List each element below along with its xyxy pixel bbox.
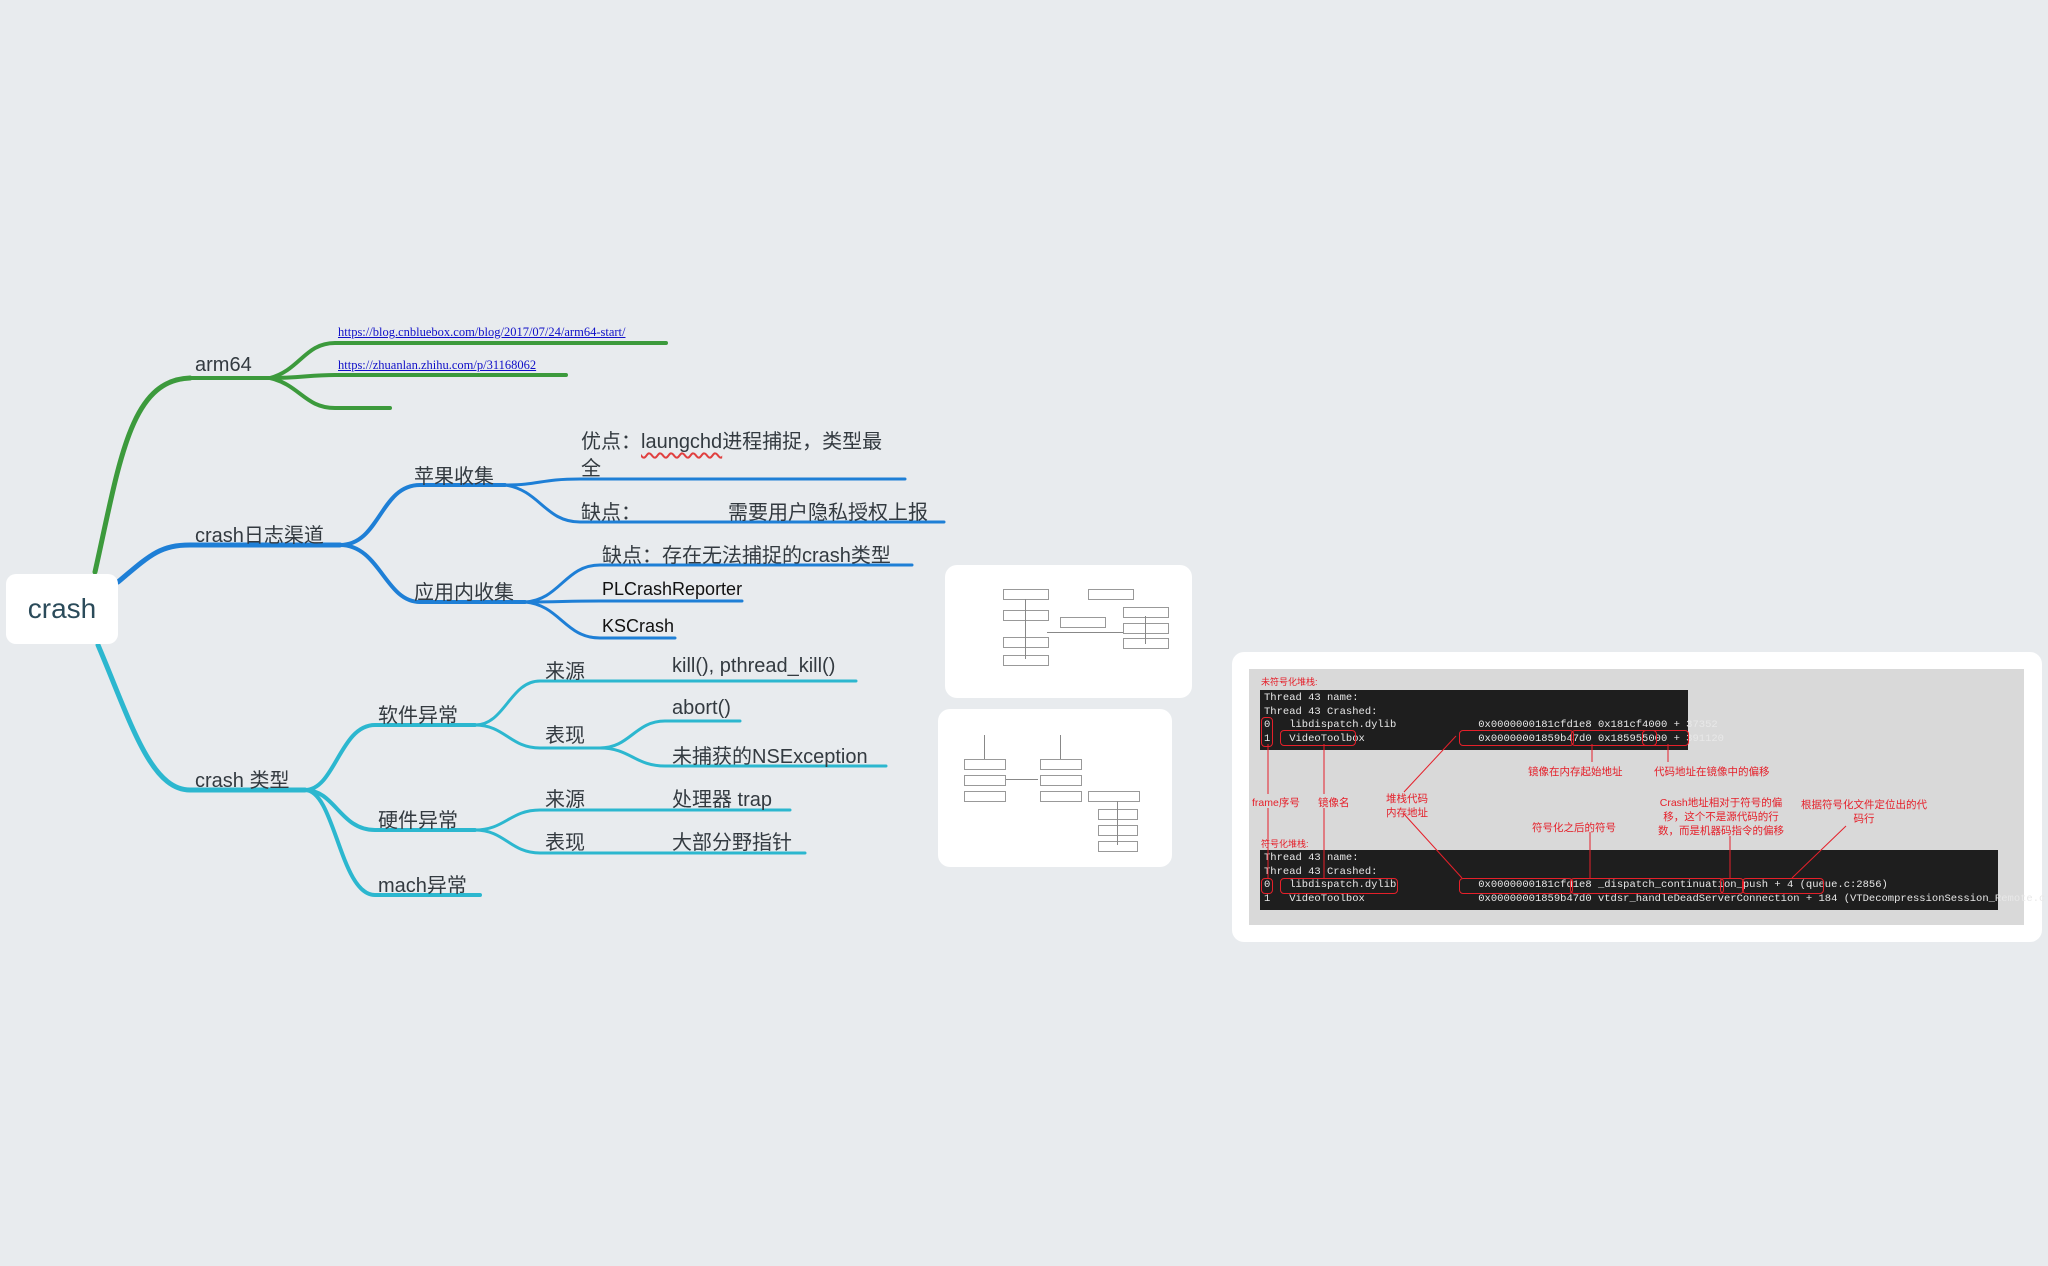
apple-con-prefix[interactable]: 缺点： — [581, 502, 641, 524]
apple-pro-node[interactable]: 优点：laungchd进程捕捉，类型最 — [581, 425, 882, 454]
hardware-manifest-value[interactable]: 大部分野指针 — [672, 832, 792, 854]
annotation-load-address: 镜像在内存起始地址 — [1528, 766, 1623, 778]
link-zhihu[interactable]: https://zhuanlan.zhihu.com/p/31168062 — [338, 358, 537, 372]
root-node[interactable]: crash — [6, 574, 118, 644]
arm64-node[interactable]: arm64 — [195, 354, 252, 376]
crash-types-node[interactable]: crash 类型 — [195, 770, 290, 792]
plcrashreporter-node[interactable]: PLCrashReporter — [602, 579, 743, 599]
annotation-symbol: 符号化之后的符号 — [1532, 822, 1616, 834]
symbolicated-stack: Thread 43 name: Thread 43 Crashed: 0 lib… — [1260, 850, 2048, 910]
software-exception-node[interactable]: 软件异常 — [378, 705, 458, 727]
apple-pro-word: laungchd — [641, 431, 723, 453]
apple-pro-line2: 全 — [581, 458, 601, 480]
annotation-lines — [1267, 735, 1847, 879]
apple-collect-node[interactable]: 苹果收集 — [414, 466, 494, 488]
software-source-label[interactable]: 来源 — [545, 661, 585, 683]
software-manifest-label[interactable]: 表现 — [545, 725, 585, 747]
connector-root-arm64 — [92, 375, 193, 575]
abort-node[interactable]: abort() — [672, 697, 731, 719]
in-app-con-node[interactable]: 缺点：存在无法捕捉的crash类型 — [602, 545, 891, 567]
connector-root-logs — [115, 542, 343, 585]
annotation-frame-number: frame序号 — [1252, 797, 1300, 809]
software-source-value[interactable]: kill(), pthread_kill() — [672, 655, 836, 677]
unsymbolicated-title: 未符号化堆栈: — [1261, 677, 1318, 687]
thumbnail-diagram-2[interactable] — [938, 709, 1172, 867]
annotation-image-name: 镜像名 — [1318, 797, 1350, 809]
apple-con-text: 需要用户隐私授权上报 — [728, 502, 928, 524]
connector-root-types — [95, 642, 308, 793]
kscrash-node[interactable]: KSCrash — [602, 616, 675, 636]
apple-pro-rest: 进程捕捉，类型最 — [722, 431, 883, 453]
annotation-code-line: 根据符号化文件定位出的代码行 — [1801, 799, 1927, 825]
hardware-exception-node[interactable]: 硬件异常 — [378, 810, 458, 832]
hardware-manifest-label[interactable]: 表现 — [545, 832, 585, 854]
symbolication-image-card[interactable]: 未符号化堆栈: Thread 43 name: Thread 43 Crashe… — [1232, 652, 2048, 942]
annotation-offset: 代码地址在镜像中的偏移 — [1654, 766, 1770, 778]
crash-log-channel-node[interactable]: crash日志渠道 — [195, 525, 324, 547]
unsymbolicated-stack: Thread 43 name: Thread 43 Crashed: 0 lib… — [1260, 690, 1724, 750]
apple-pro-prefix: 优点： — [581, 431, 641, 453]
annotation-stack-address: 堆栈代码内存地址 — [1386, 793, 1428, 819]
link-cnbluebox[interactable]: https://blog.cnbluebox.com/blog/2017/07/… — [338, 325, 626, 339]
annotation-crash-offset: Crash地址相对于符号的偏移，这个不是源代码的行数，而是机器码指令的偏移 — [1658, 797, 1784, 837]
hardware-source-label[interactable]: 来源 — [545, 789, 585, 811]
mach-exception-node[interactable]: mach异常 — [378, 875, 467, 897]
hardware-source-value[interactable]: 处理器 trap — [672, 789, 773, 811]
thumbnail-diagram-1[interactable] — [945, 565, 1192, 698]
symbolicated-title: 符号化堆栈: — [1261, 839, 1309, 849]
in-app-collect-node[interactable]: 应用内收集 — [414, 582, 514, 604]
nsexception-node[interactable]: 未捕获的NSException — [672, 746, 868, 768]
